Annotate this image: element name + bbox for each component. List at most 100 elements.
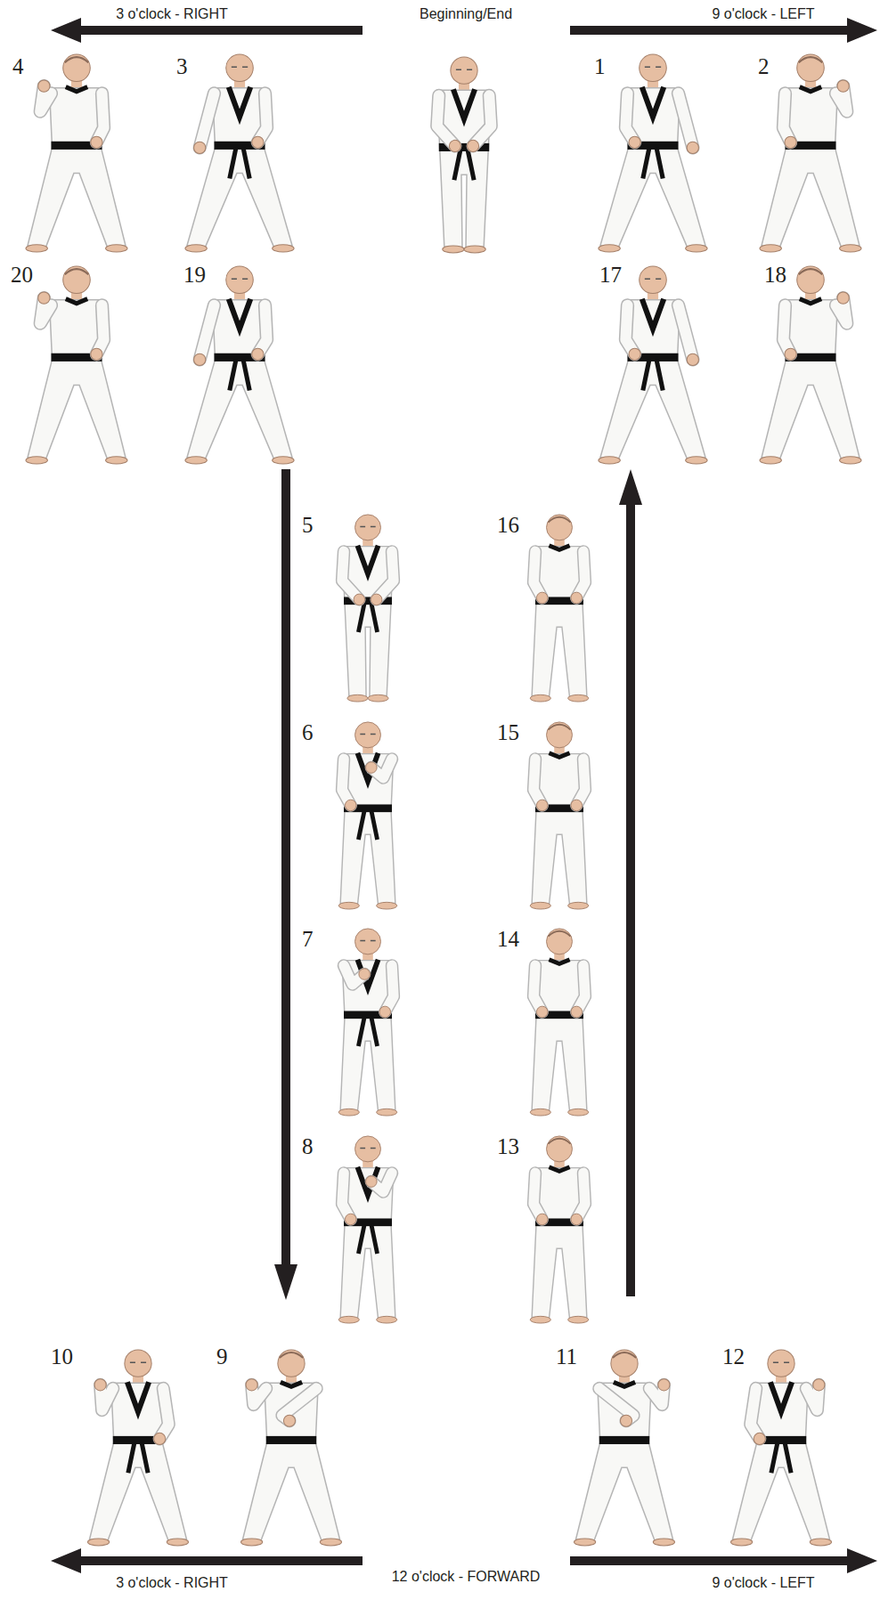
dobok-pants	[733, 1442, 831, 1542]
sleeve-outline	[576, 1173, 586, 1220]
sleeve	[199, 305, 214, 360]
callout-number: 16	[497, 513, 520, 537]
fist	[784, 136, 797, 148]
martial-artist-figure	[338, 1136, 398, 1324]
dobok-pants	[27, 359, 126, 460]
foot	[338, 902, 359, 910]
martial-artist-figure	[529, 722, 589, 910]
foot	[529, 902, 551, 910]
callout-number: 2	[757, 55, 770, 78]
fist	[358, 969, 371, 981]
foot	[529, 694, 551, 702]
fist	[686, 141, 699, 154]
belt-tails	[229, 359, 250, 392]
sleeve-outline	[159, 1388, 169, 1440]
black-collar	[548, 753, 570, 758]
fist	[628, 136, 641, 148]
fist	[194, 353, 206, 366]
fist	[570, 1006, 583, 1019]
dobok-jacket	[342, 546, 394, 604]
martial-artist-figure	[338, 928, 398, 1117]
belt-tails	[358, 1017, 377, 1047]
sleeve	[625, 93, 635, 143]
dobok-pants	[531, 810, 587, 905]
hair	[798, 57, 823, 63]
foot	[105, 456, 128, 465]
glasses	[231, 66, 248, 69]
sleeve-outline	[437, 95, 456, 147]
dobok-jacket	[533, 754, 586, 812]
black-collar	[548, 1167, 570, 1173]
martial-artist-figure	[529, 1136, 589, 1324]
sleeve-outline	[576, 758, 586, 806]
head	[355, 1136, 382, 1163]
dobok-pants	[531, 602, 587, 698]
dobok-pants	[27, 147, 126, 248]
fist	[38, 292, 50, 304]
direction-arrow	[570, 1548, 878, 1574]
head	[611, 1350, 638, 1378]
fist	[344, 1214, 357, 1226]
fist	[619, 1415, 632, 1427]
head	[797, 266, 825, 294]
callout-number: 7	[301, 928, 314, 951]
black-collar	[548, 545, 570, 551]
dobok-jacket	[533, 546, 586, 604]
black-belt	[599, 1436, 651, 1445]
hair	[547, 931, 571, 938]
foot	[319, 1539, 342, 1547]
martial-artist-figure	[529, 928, 589, 1117]
foot	[376, 1316, 398, 1324]
belt-tails	[358, 1224, 377, 1255]
sleeve-outline	[342, 551, 359, 600]
fist	[536, 799, 548, 812]
sleeve	[159, 1388, 169, 1440]
sleeve-outline	[625, 305, 635, 355]
foot	[240, 1539, 262, 1547]
fist	[366, 762, 378, 775]
dobok-pants	[89, 1442, 188, 1542]
sleeve-outline	[199, 93, 214, 148]
sleeve	[750, 1388, 760, 1440]
black-collar	[228, 87, 251, 118]
dobok-pants	[761, 359, 860, 460]
martial-artist-figure	[338, 722, 398, 910]
fist	[448, 139, 461, 152]
head	[546, 928, 573, 955]
glasses	[644, 278, 661, 281]
foot	[730, 1539, 752, 1547]
dobok-pants	[187, 359, 293, 460]
fist	[90, 348, 103, 360]
head	[450, 57, 478, 84]
martial-artist-figure	[573, 1350, 675, 1547]
fist	[245, 1379, 258, 1392]
callout-number: 1	[594, 55, 606, 78]
black-collar	[228, 299, 251, 330]
sleeve	[257, 305, 267, 355]
head	[63, 54, 91, 82]
martial-artist-figure	[25, 266, 128, 465]
fist	[813, 1379, 825, 1392]
martial-artist-figure	[730, 1350, 832, 1547]
fist	[94, 1379, 106, 1392]
belt-tails	[128, 1442, 148, 1474]
martial-artist-figure	[87, 1350, 188, 1547]
sleeve	[437, 95, 456, 147]
martial-artist-figure	[185, 54, 294, 253]
foot	[839, 456, 862, 465]
hair	[547, 725, 571, 731]
sleeve	[384, 965, 394, 1012]
dobok-jacket	[597, 1383, 652, 1443]
fist	[570, 592, 583, 604]
callout-number: 5	[301, 513, 314, 537]
foot	[464, 245, 486, 253]
black-collar	[65, 299, 88, 304]
head	[546, 722, 573, 749]
head	[226, 266, 254, 294]
glasses	[644, 66, 661, 69]
sleeve-outline	[576, 551, 586, 598]
sleeve	[533, 1173, 543, 1220]
head	[639, 54, 668, 82]
